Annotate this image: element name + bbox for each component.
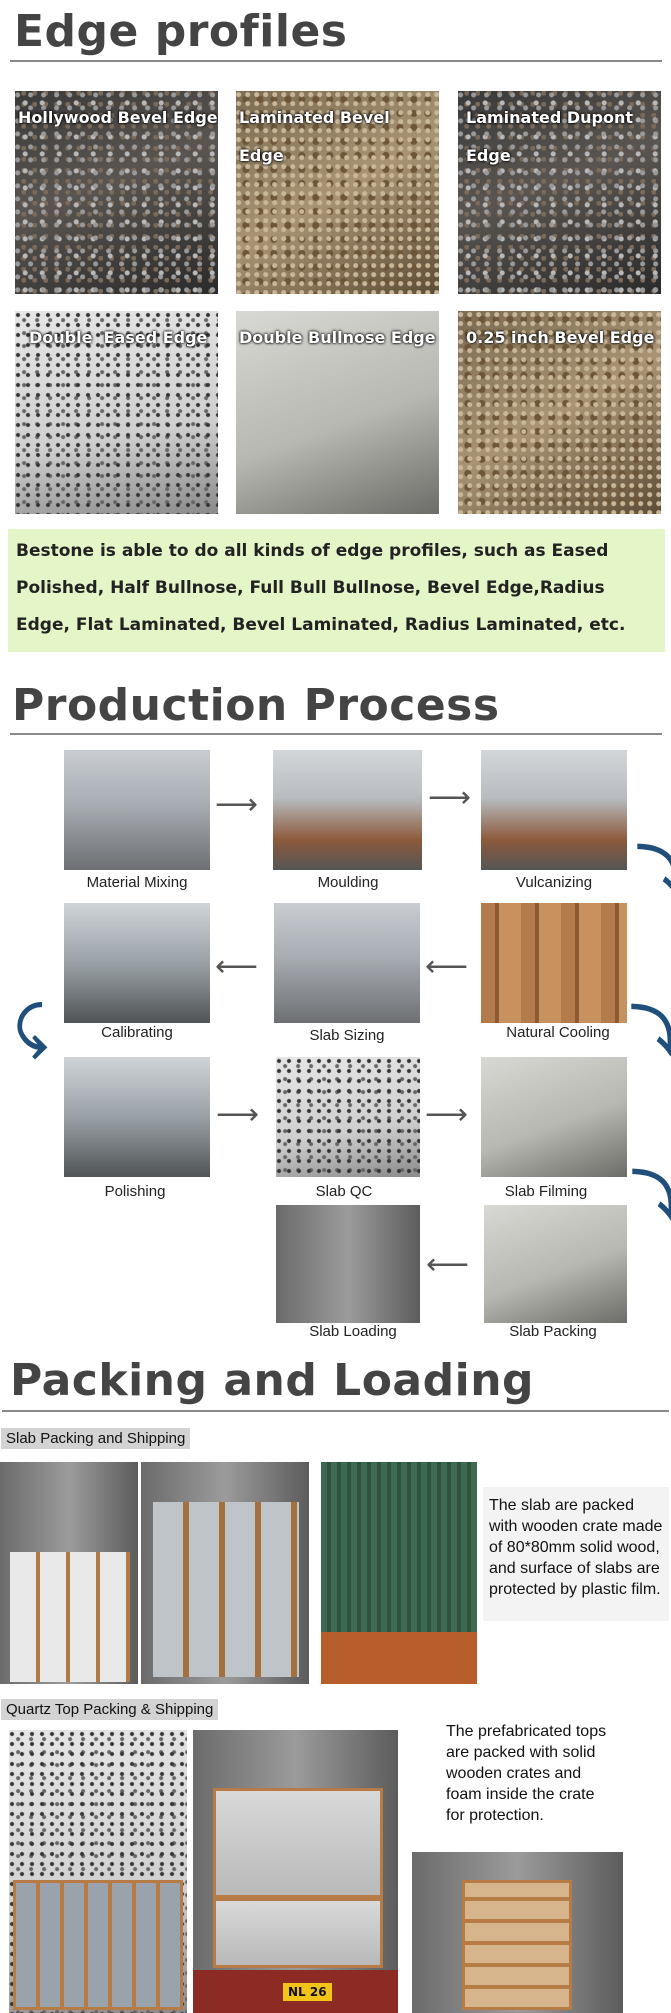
step-photo-vulcanizing [481,750,627,870]
packing-loading-heading: Packing and Loading [10,1355,535,1406]
left-arrow-icon: ⟵ [215,950,259,983]
container-truck [321,1632,477,1684]
step-caption: Polishing [104,1183,166,1200]
edge-photo-hollywood-bevel: Hollywood Bevel Edge [15,91,218,294]
curved-arrow-down-icon: ⤵ [630,1002,671,1062]
step-caption: Slab Filming [504,1183,588,1200]
quartz-top-note: The prefabricated tops are packed with s… [440,1713,614,1831]
step-caption: Material Mixing [86,874,188,891]
slab-packing-photo-2 [141,1462,309,1684]
step-caption: Slab Packing [509,1323,597,1340]
container-photo [321,1462,477,1684]
step-photo-material-mixing [64,750,210,870]
step-caption: Slab Loading [309,1323,397,1340]
license-plate: NL 26 [283,1983,332,2001]
crate [462,1880,572,2010]
edge-label: Laminated Dupont Edge [466,108,634,165]
step-photo-slab-packing [484,1205,627,1323]
curved-arrow-down-icon: ⤵ [631,1167,671,1227]
step-photo-natural-cooling [481,903,627,1023]
right-arrow-icon: ⟶ [216,1098,260,1131]
heading-divider [10,60,662,62]
crate [13,1880,183,2010]
edge-label: Laminated Bevel Edge [239,108,390,165]
crate [213,1898,383,1968]
step-caption: Vulcanizing [515,874,593,891]
crate [213,1788,383,1898]
step-photo-slab-filming [481,1057,627,1177]
curved-arrow-left-icon: ⤹ [15,998,48,1058]
right-arrow-icon: ⟶ [215,788,259,821]
slab-crates [153,1502,299,1677]
slab-packing-note: The slab are packed with wooden crate ma… [483,1487,669,1621]
right-arrow-icon: ⟶ [425,1098,469,1131]
edge-profiles-heading: Edge profiles [14,6,348,57]
quartz-top-packing-tag: Quartz Top Packing & Shipping [1,1699,219,1720]
edge-label: Double Eased Edge [29,328,208,347]
edge-photo-double-bullnose: Double Bullnose Edge [236,311,439,514]
step-photo-polishing [64,1057,210,1177]
step-photo-moulding [273,750,422,870]
quartz-top-photo-3 [412,1852,623,2013]
heading-divider [2,1410,669,1412]
slab-packing-tag: Slab Packing and Shipping [1,1428,191,1449]
right-arrow-icon: ⟶ [428,781,472,814]
edge-photo-double-eased: Double Eased Edge [15,311,218,514]
step-photo-slab-loading [276,1205,420,1323]
step-caption: Slab Sizing [309,1027,385,1044]
left-arrow-icon: ⟵ [425,950,469,983]
left-arrow-icon: ⟵ [426,1248,470,1281]
step-caption: Slab QC [315,1183,373,1200]
step-caption: Natural Cooling [506,1024,610,1041]
slab-packing-photo-1 [0,1462,138,1684]
curved-arrow-down-icon: ⤵ [636,842,671,902]
step-photo-slab-qc [276,1057,420,1177]
slab-sheets [10,1552,130,1682]
edge-label: Hollywood Bevel Edge [18,108,218,127]
edge-label: 0.25 inch Bevel Edge [466,328,655,347]
quartz-top-photo-1 [9,1730,187,2013]
step-caption: Moulding [317,874,379,891]
edge-photo-quarter-inch-bevel: 0.25 inch Bevel Edge [458,311,661,514]
step-photo-slab-sizing [274,903,420,1023]
production-process-heading: Production Process [12,680,500,731]
edge-photo-laminated-bevel: Laminated Bevel Edge [236,91,439,294]
edge-photo-laminated-dupont: Laminated Dupont Edge [458,91,661,294]
edge-label: Double Bullnose Edge [239,328,436,347]
heading-divider [10,733,662,735]
step-caption: Calibrating [101,1024,173,1041]
edge-description: Bestone is able to do all kinds of edge … [8,529,665,652]
step-photo-calibrating [64,903,210,1023]
quartz-top-photo-2: NL 26 [193,1730,398,2013]
